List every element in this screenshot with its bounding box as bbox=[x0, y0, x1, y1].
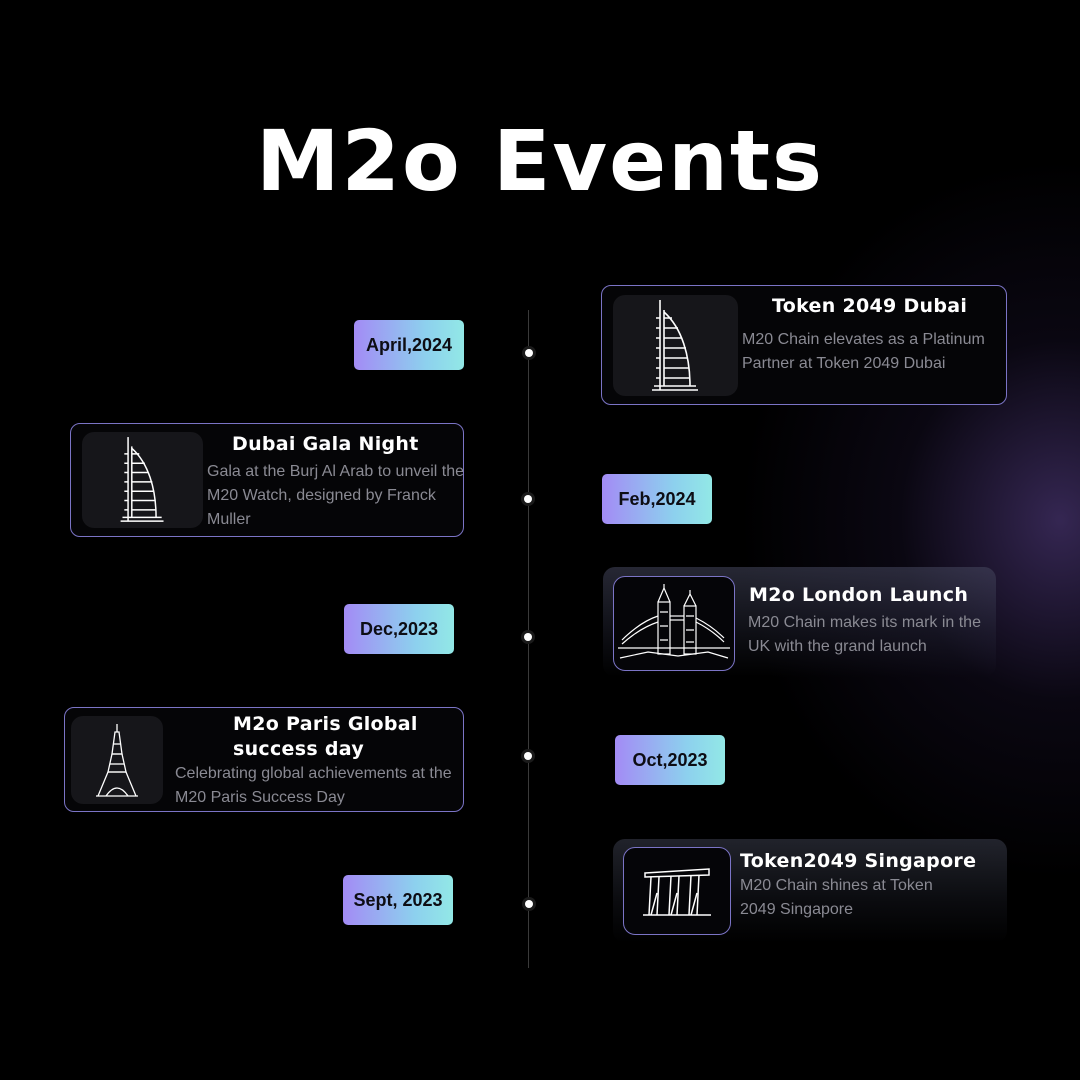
event-card-paris-success-day: M2o Paris Global success day Celebrating… bbox=[64, 707, 464, 812]
event-title: M2o Paris Global success day bbox=[233, 713, 418, 760]
tower-bridge-icon bbox=[613, 576, 735, 671]
page-title: M2o Events bbox=[255, 112, 825, 210]
event-description: M20 Chain shines at Token 2049 Singapore bbox=[740, 877, 933, 918]
event-title: M2o London Launch bbox=[749, 584, 969, 606]
date-badge: Feb,2024 bbox=[602, 474, 712, 524]
event-card-london-launch: M2o London Launch M20 Chain makes its ma… bbox=[603, 567, 996, 677]
event-description: Celebrating global achievements at the M… bbox=[175, 765, 452, 806]
event-description: M20 Chain elevates as a Platinum Partner… bbox=[742, 331, 985, 372]
event-description: Gala at the Burj Al Arab to unveil the M… bbox=[207, 463, 465, 528]
event-title: Token 2049 Dubai bbox=[772, 295, 968, 317]
timeline-dot bbox=[524, 633, 532, 641]
timeline-dot bbox=[524, 495, 532, 503]
event-card-token2049-singapore: Token2049 Singapore M20 Chain shines at … bbox=[613, 839, 1007, 943]
date-badge: Dec,2023 bbox=[344, 604, 454, 654]
burj-al-arab-icon bbox=[82, 432, 203, 528]
eiffel-tower-icon bbox=[71, 716, 163, 804]
timeline-dot bbox=[524, 752, 532, 760]
event-title: Dubai Gala Night bbox=[232, 433, 419, 455]
burj-al-arab-icon bbox=[613, 295, 738, 396]
timeline-dot bbox=[525, 900, 533, 908]
event-title: Token2049 Singapore bbox=[740, 850, 977, 872]
event-card-dubai-gala-night: Dubai Gala Night Gala at the Burj Al Ara… bbox=[70, 423, 464, 537]
event-description: M20 Chain makes its mark in the UK with … bbox=[748, 614, 981, 655]
event-card-token-2049-dubai: Token 2049 Dubai M20 Chain elevates as a… bbox=[601, 285, 1007, 405]
date-badge: Oct,2023 bbox=[615, 735, 725, 785]
date-badge: Sept, 2023 bbox=[343, 875, 453, 925]
date-badge: April,2024 bbox=[354, 320, 464, 370]
marina-bay-sands-icon bbox=[623, 847, 731, 935]
timeline-dot bbox=[525, 349, 533, 357]
